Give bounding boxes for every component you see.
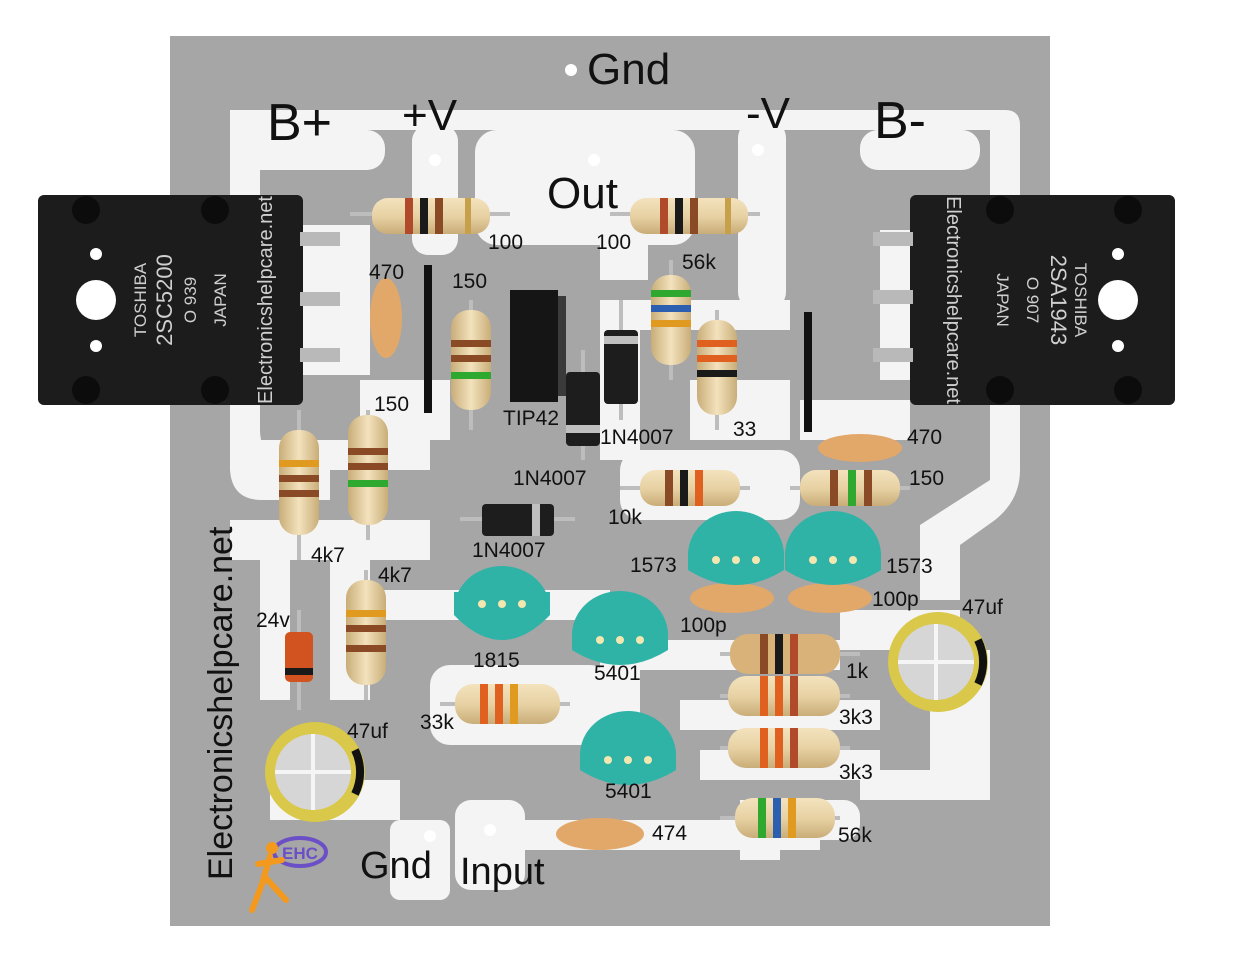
resistor-150-right (790, 470, 910, 506)
transistor-right-origin: JAPAN (993, 273, 1012, 327)
label-c-470-right: 470 (907, 426, 942, 449)
label-c-100p-a: 100p (680, 614, 727, 637)
label-r-10k: 10k (608, 506, 642, 529)
terminal-input: Input (460, 851, 545, 893)
zener-diode-24v (285, 610, 313, 710)
diode-1n4007-a (566, 350, 600, 460)
power-transistor-left: TOSHIBA 2SC5200 O 939 JAPAN Electronicsh… (38, 195, 340, 405)
resistor-56k-top (651, 260, 691, 380)
resistor-1k (720, 634, 860, 674)
label-c-474: 474 (652, 822, 687, 845)
running-figure-logo-icon: EHC (249, 836, 328, 913)
label-r-150-left: 150 (374, 393, 409, 416)
transistor-left-part: 2SC5200 (152, 254, 177, 346)
resistor-4k7-b (346, 570, 386, 700)
label-z-24v: 24v (256, 609, 290, 632)
terminal-gnd-bottom: Gnd (360, 845, 432, 887)
jumper-wire-right (804, 312, 812, 432)
label-c-470-left: 470 (369, 261, 404, 284)
label-r-4k7-b: 4k7 (378, 564, 412, 587)
label-d-1n4007-a: 1N4007 (600, 426, 674, 449)
label-r-3k3-a: 3k3 (839, 706, 873, 729)
resistor-3k3-a (720, 676, 850, 716)
label-r-33k: 33k (420, 711, 454, 734)
resistor-4k7-a (279, 410, 319, 560)
label-c-47uf-left: 47uf (347, 720, 388, 743)
resistor-33k (440, 684, 570, 724)
label-tip42: TIP42 (503, 407, 559, 430)
label-r-56k-bottom: 56k (838, 824, 872, 847)
transistor-left-origin: JAPAN (211, 273, 230, 327)
label-r-33: 33 (733, 418, 756, 441)
transistor-right-brand: TOSHIBA (1071, 263, 1090, 338)
resistor-3k3-b (720, 728, 850, 768)
label-r-56k-top: 56k (682, 251, 716, 274)
to92-leads (478, 556, 857, 764)
transistor-right-code: O 907 (1023, 277, 1042, 323)
diode-1n4007-b (604, 300, 638, 420)
ceramic-caps (370, 278, 902, 850)
label-r-1k: 1k (846, 660, 869, 683)
terminal-gnd-top: Gnd (587, 45, 670, 94)
transistor-left-site: Electronicshelpcare.net (255, 196, 277, 404)
jumper-wire-left (424, 265, 432, 413)
label-d-1n4007-b: 1N4007 (513, 467, 587, 490)
terminal-v-minus: -V (746, 89, 791, 138)
label-r-4k7-a: 4k7 (311, 544, 345, 567)
diode-1n4007-c (460, 504, 575, 536)
electrolytic-cap-right (888, 612, 988, 712)
transistor-right-site: Electronicshelpcare.net (942, 196, 964, 404)
terminal-b-minus: B- (874, 92, 926, 150)
label-c-47uf-right: 47uf (962, 596, 1003, 619)
logo-letters: EHC (282, 844, 318, 863)
resistor-33 (697, 310, 737, 430)
transistor-tip42 (510, 290, 566, 402)
resistor-100-right (610, 198, 760, 234)
transistor-right-part: 2SA1943 (1046, 255, 1071, 346)
terminal-b-plus: B+ (267, 94, 332, 152)
component-labels: 100 100 56k 470 150 150 TIP42 1N4007 1N4… (256, 231, 1003, 847)
label-q-1573-a: 1573 (630, 554, 677, 577)
electrolytic-cap-left (265, 722, 365, 822)
label-r-150-mid: 150 (452, 270, 487, 293)
resistor-100-left (350, 198, 510, 234)
watermark-text: Electronicshelpcare.net (202, 526, 240, 880)
resistor-150-mid (451, 300, 491, 430)
terminal-v-plus: +V (402, 91, 458, 140)
label-q-5401-a: 5401 (594, 662, 641, 685)
transistor-left-code: O 939 (181, 277, 200, 323)
label-q-1815: 1815 (473, 649, 520, 672)
label-d-1n4007-c: 1N4007 (472, 539, 546, 562)
power-transistor-right: TOSHIBA 2SA1943 O 907 JAPAN Electronicsh… (873, 195, 1175, 405)
resistor-56k-bottom (720, 798, 840, 838)
transistor-left-brand: TOSHIBA (131, 262, 150, 337)
resistor-150-left (348, 410, 388, 540)
label-r-150-right: 150 (909, 467, 944, 490)
terminal-out: Out (547, 169, 618, 218)
label-q-1573-b: 1573 (886, 555, 933, 578)
label-r-3k3-b: 3k3 (839, 761, 873, 784)
label-c-100p-b: 100p (872, 588, 919, 611)
label-q-5401-b: 5401 (605, 780, 652, 803)
label-r-100-right: 100 (596, 231, 631, 254)
resistor-10k (620, 470, 750, 506)
pcb-holes (424, 64, 764, 842)
label-r-100-left: 100 (488, 231, 523, 254)
